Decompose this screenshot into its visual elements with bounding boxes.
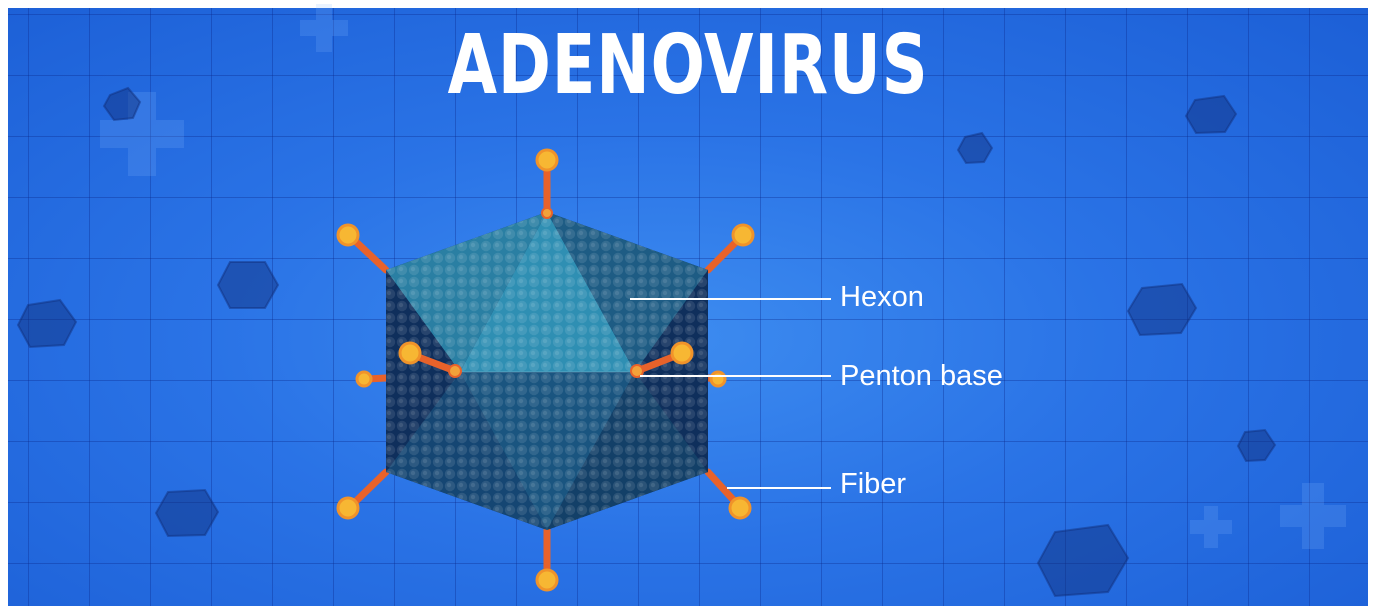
penton-base-label: Penton base <box>840 360 1003 393</box>
capsid <box>386 212 708 530</box>
fiber-label: Fiber <box>840 468 906 501</box>
hexon-label: Hexon <box>840 281 924 314</box>
diagram-title: ADENOVIRUS <box>152 18 1225 113</box>
